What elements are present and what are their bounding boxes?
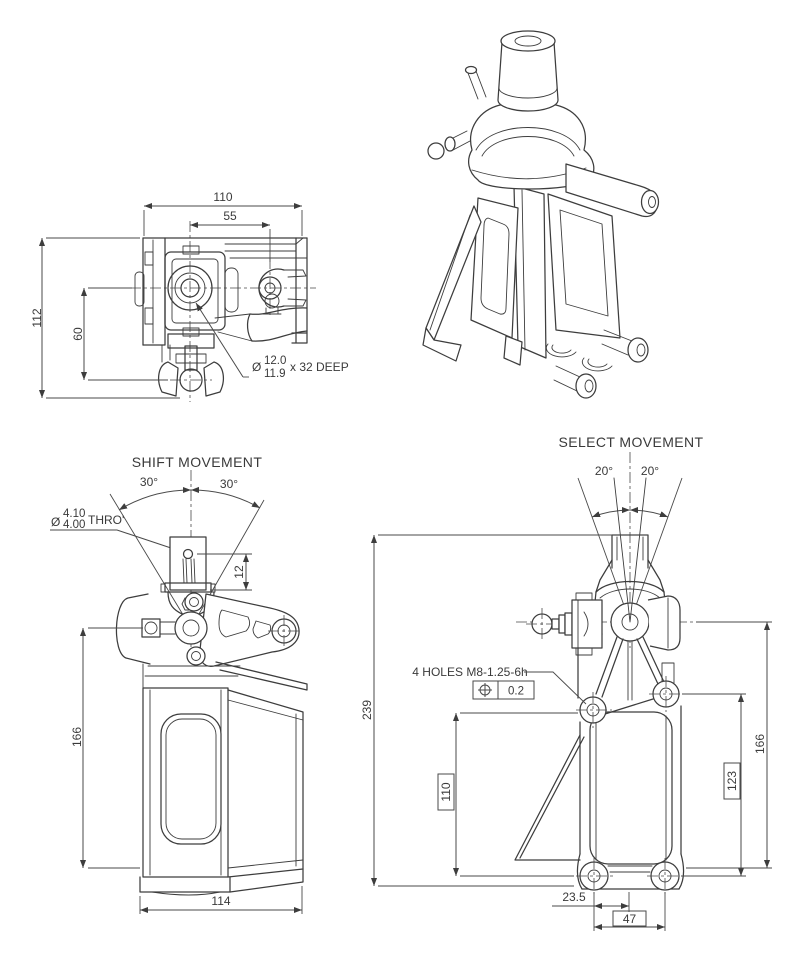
dim-110-boxed: 110 (439, 782, 453, 801)
feature-control-frame: 0.2 (472, 680, 535, 700)
top-view-part (134, 237, 308, 397)
top-view-dimensions: 110 55 112 60 Ø 12.0 11.9 x 32 DEEP (30, 190, 349, 399)
dim-23-5: 23.5 (562, 890, 586, 904)
dim-47-boxed: 47 (623, 912, 637, 926)
dim-239: 239 (360, 700, 374, 720)
shift-body (139, 661, 308, 896)
select-view-title: SELECT MOVEMENT (559, 434, 704, 450)
bore-lower-limit: 11.9 (264, 368, 286, 380)
select-struts (595, 636, 665, 701)
bore-suffix: x 32 DEEP (290, 360, 349, 374)
select-angle-left: 20° (595, 464, 613, 478)
select-movement-view: SELECT MOVEMENT 20° 20° (360, 434, 772, 931)
bore-dia-symbol: Ø (252, 360, 261, 374)
shift-movement-view: SHIFT MOVEMENT 30° 30° Ø 4.10 4.00 THRO' (50, 454, 308, 914)
select-right-bracket (647, 595, 681, 651)
bore-upper-limit: 12.0 (264, 355, 286, 367)
shift-angle-right: 30° (220, 477, 238, 491)
pin-lower-limit: 4.00 (63, 519, 85, 531)
top-view: 110 55 112 60 Ø 12.0 11.9 x 32 DEEP (30, 190, 349, 402)
select-cable-fitting (526, 592, 603, 656)
dim-166-select: 166 (753, 734, 767, 754)
dim-112: 112 (30, 308, 44, 327)
dim-110-top: 110 (213, 190, 232, 204)
dim-123-boxed: 123 (725, 771, 739, 791)
shift-swing-lines (109, 493, 265, 629)
shift-view-title: SHIFT MOVEMENT (132, 454, 263, 470)
position-symbol-icon (478, 683, 492, 697)
holes-note-text: 4 HOLES M8-1.25-6h (412, 665, 527, 679)
dim-55: 55 (223, 209, 237, 223)
pin-suffix: THRO' (88, 513, 124, 527)
shift-upper-housing (160, 536, 216, 615)
dim-12: 12 (232, 565, 246, 579)
holes-note: 4 HOLES M8-1.25-6h 0.2 (412, 665, 587, 705)
tolerance-value: 0.2 (508, 686, 524, 698)
shift-pivot-lever (115, 592, 302, 667)
bore-note: Ø 12.0 11.9 x 32 DEEP (252, 355, 349, 380)
pin-dia-symbol: Ø (51, 515, 60, 529)
pin-note: Ø 4.10 4.00 THRO' (51, 508, 124, 531)
isometric-view (422, 30, 660, 399)
pin-upper-limit: 4.10 (63, 508, 85, 520)
select-swing-lines (577, 477, 683, 623)
select-angle-right: 20° (641, 464, 659, 478)
dim-166-shift: 166 (70, 727, 84, 747)
dim-60: 60 (71, 327, 85, 341)
select-body (514, 647, 700, 894)
shift-angle-left: 30° (140, 475, 158, 489)
dim-114: 114 (211, 894, 230, 908)
